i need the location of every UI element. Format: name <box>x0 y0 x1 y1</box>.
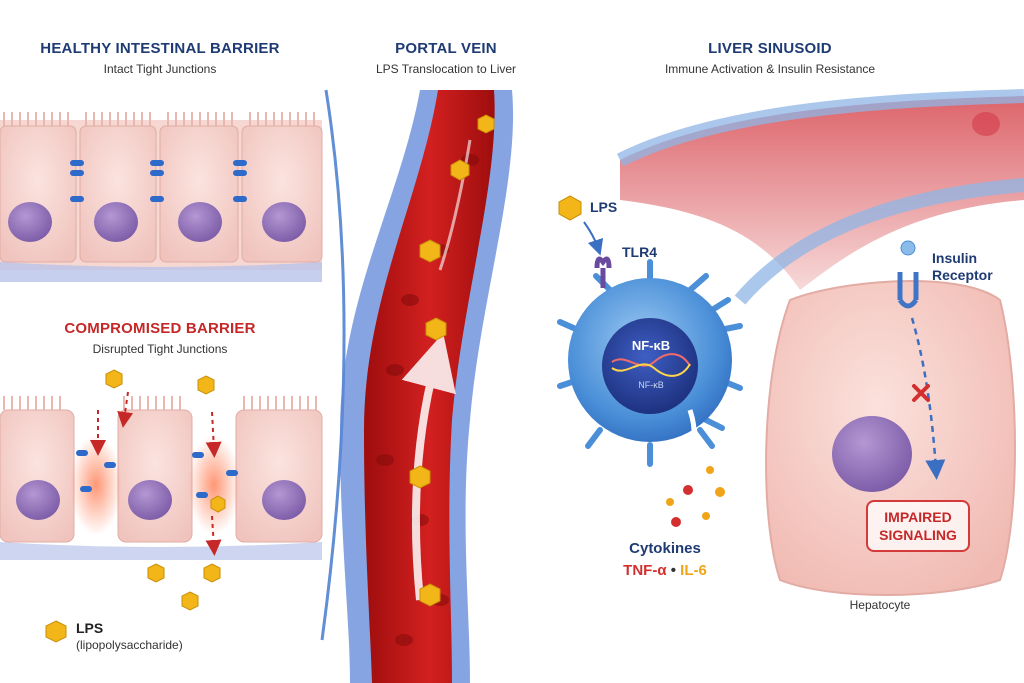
nfkb-label: NF-κB <box>631 338 671 353</box>
portal-vein-title: PORTAL VEIN <box>395 40 497 57</box>
insulin-receptor-label: Insulin Receptor <box>932 250 993 284</box>
compromised-barrier-title: COMPROMISED BARRIER <box>64 320 256 337</box>
cytokine-list: TNF-α • IL-6 <box>600 562 730 579</box>
healthy-barrier-subtitle: Intact Tight Junctions <box>103 62 217 76</box>
legend-lps-full: (lipopolysaccharide) <box>76 638 183 652</box>
impaired-signaling-box: IMPAIRED SIGNALING <box>866 500 970 552</box>
compromised-barrier-illustration <box>0 369 323 643</box>
legend-lps-label: LPS <box>76 620 104 636</box>
tlr4-label: TLR4 <box>622 244 657 260</box>
immune-cell <box>557 195 743 527</box>
liver-sinusoid-illustration <box>616 89 1024 305</box>
panel-separator-curve <box>320 89 346 641</box>
impaired-line1: IMPAIRED <box>884 509 952 525</box>
blocked-x-icon <box>912 384 930 402</box>
insulin-receptor-line2: Receptor <box>932 267 993 283</box>
il6-label: IL-6 <box>680 562 707 579</box>
cytokines-label: Cytokines <box>629 540 701 557</box>
healthy-barrier-title: HEALTHY INTESTINAL BARRIER <box>40 40 280 57</box>
portal-vein-illustration <box>340 90 514 683</box>
liver-sinusoid-title: LIVER SINUSOID <box>708 40 832 57</box>
nfkb-sublabel: NF-κB <box>638 380 664 390</box>
impaired-line2: SIGNALING <box>879 527 957 543</box>
liver-sinusoid-subtitle: Immune Activation & Insulin Resistance <box>664 62 876 76</box>
cytokine-separator: • <box>670 562 676 579</box>
portal-vein-subtitle: LPS Translocation to Liver <box>375 62 517 76</box>
insulin-receptor-line1: Insulin <box>932 250 978 266</box>
immune-lps-label: LPS <box>590 199 618 215</box>
lps-hexagon-icon <box>558 195 582 221</box>
tnf-alpha-label: TNF-α <box>623 562 667 579</box>
healthy-barrier-illustration <box>0 112 323 282</box>
compromised-barrier-subtitle: Disrupted Tight Junctions <box>92 342 228 356</box>
hepatocyte-label: Hepatocyte <box>849 598 911 612</box>
